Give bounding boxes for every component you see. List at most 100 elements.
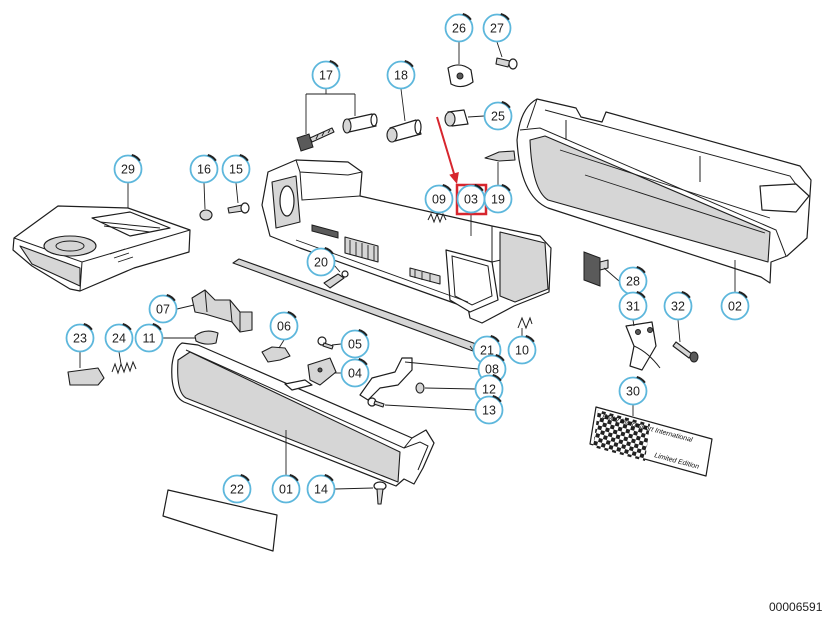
part-32-screw bbox=[672, 341, 699, 363]
callout-15: 15 bbox=[221, 154, 251, 184]
callout-tick bbox=[636, 291, 646, 299]
callout-number: 09 bbox=[432, 193, 446, 207]
callout-tick bbox=[122, 323, 132, 331]
diagram-id: 00006591 bbox=[769, 600, 823, 614]
callout-tick bbox=[404, 60, 414, 68]
callout-01: 01 bbox=[271, 474, 301, 504]
callout-29: 29 bbox=[113, 154, 143, 184]
callout-number: 01 bbox=[279, 483, 293, 497]
callout-06: 06 bbox=[269, 311, 299, 341]
callout-05: 05 bbox=[340, 329, 370, 359]
part-05-screw bbox=[317, 336, 334, 350]
part-28-clip bbox=[583, 251, 609, 287]
callout-number: 02 bbox=[728, 300, 742, 314]
callout-04: 04 bbox=[340, 358, 370, 388]
callout-tick bbox=[462, 13, 472, 21]
callout-circle bbox=[65, 323, 95, 353]
callout-tick bbox=[495, 354, 505, 362]
part-17-key-lock bbox=[296, 113, 378, 152]
callout-circle bbox=[306, 474, 336, 504]
callout-tick bbox=[83, 323, 93, 331]
part-24-spring bbox=[111, 360, 137, 375]
callout-circle bbox=[386, 60, 416, 90]
callout-tick bbox=[492, 374, 502, 382]
callout-number: 26 bbox=[452, 22, 466, 36]
callout-26: 26 bbox=[444, 13, 474, 43]
part-13-screw bbox=[367, 397, 385, 408]
part-30-badge: BMW Motorsport International Limited Edi… bbox=[589, 406, 713, 477]
callout-number: 03 bbox=[464, 193, 478, 207]
callout-circle bbox=[424, 184, 454, 214]
callout-14: 14 bbox=[306, 474, 336, 504]
callout-number: 32 bbox=[671, 300, 685, 314]
part-11-plate bbox=[194, 330, 219, 345]
callout-number: 14 bbox=[314, 483, 328, 497]
callout-number: 27 bbox=[490, 22, 504, 36]
callout-circle bbox=[507, 335, 537, 365]
callout-25: 25 bbox=[483, 101, 513, 131]
callout-tick bbox=[501, 101, 511, 109]
callout-tick bbox=[490, 335, 500, 343]
callout-27: 27 bbox=[482, 13, 512, 43]
callout-tick bbox=[358, 358, 368, 366]
callout-circle bbox=[474, 395, 504, 425]
part-29-tray bbox=[12, 205, 191, 292]
callout-number: 04 bbox=[348, 367, 362, 381]
part-18-cylinder bbox=[386, 119, 422, 143]
callout-03: 03 bbox=[456, 184, 486, 214]
callout-30: 30 bbox=[618, 376, 648, 406]
callout-number: 18 bbox=[394, 69, 408, 83]
callout-number: 19 bbox=[491, 193, 505, 207]
part-02-glove-box bbox=[516, 98, 812, 284]
callout-circle bbox=[113, 154, 143, 184]
part-12-pin bbox=[415, 382, 425, 394]
callout-13: 13 bbox=[474, 395, 504, 425]
callout-tick bbox=[681, 291, 691, 299]
callout-circle bbox=[483, 101, 513, 131]
part-27-screw bbox=[495, 57, 518, 70]
callout-tick bbox=[525, 335, 535, 343]
part-15-screw bbox=[227, 202, 250, 214]
callout-circle bbox=[222, 474, 252, 504]
callout-tick bbox=[474, 184, 484, 192]
callout-20: 20 bbox=[306, 247, 336, 277]
callout-tick bbox=[152, 323, 162, 331]
callout-23: 23 bbox=[65, 323, 95, 353]
callout-tick bbox=[501, 184, 511, 192]
callout-22: 22 bbox=[222, 474, 252, 504]
callout-number: 21 bbox=[480, 344, 494, 358]
callout-12: 12 bbox=[474, 374, 504, 404]
highlight-arrow bbox=[436, 116, 459, 184]
part-07-clip bbox=[191, 289, 253, 333]
callout-circle bbox=[134, 323, 164, 353]
part-19-pin bbox=[484, 150, 516, 162]
callout-tick bbox=[500, 13, 510, 21]
callout-tick bbox=[636, 266, 646, 274]
callout-circle bbox=[663, 291, 693, 321]
callout-number: 05 bbox=[348, 338, 362, 352]
callout-tick bbox=[324, 247, 334, 255]
callout-tick bbox=[329, 60, 339, 68]
part-23-block bbox=[67, 367, 105, 386]
callout-number: 15 bbox=[229, 163, 243, 177]
callout-number: 17 bbox=[319, 69, 333, 83]
callout-16: 16 bbox=[189, 154, 219, 184]
callout-circle bbox=[104, 323, 134, 353]
callout-07: 07 bbox=[148, 294, 178, 324]
callout-tick bbox=[289, 474, 299, 482]
part-14-screw bbox=[373, 481, 387, 505]
callout-11: 11 bbox=[134, 323, 164, 353]
callout-circle bbox=[483, 184, 513, 214]
callout-number: 12 bbox=[482, 383, 496, 397]
callout-tick bbox=[636, 376, 646, 384]
callout-number: 25 bbox=[491, 110, 505, 124]
callout-number: 23 bbox=[73, 332, 87, 346]
part-31-bracket bbox=[625, 321, 661, 371]
callout-number: 20 bbox=[314, 256, 328, 270]
callout-number: 13 bbox=[482, 404, 496, 418]
part-22-pad bbox=[162, 489, 278, 552]
callout-number: 11 bbox=[143, 332, 156, 346]
callout-tick bbox=[166, 294, 176, 302]
callout-circle bbox=[340, 358, 370, 388]
callout-17: 17 bbox=[311, 60, 341, 90]
